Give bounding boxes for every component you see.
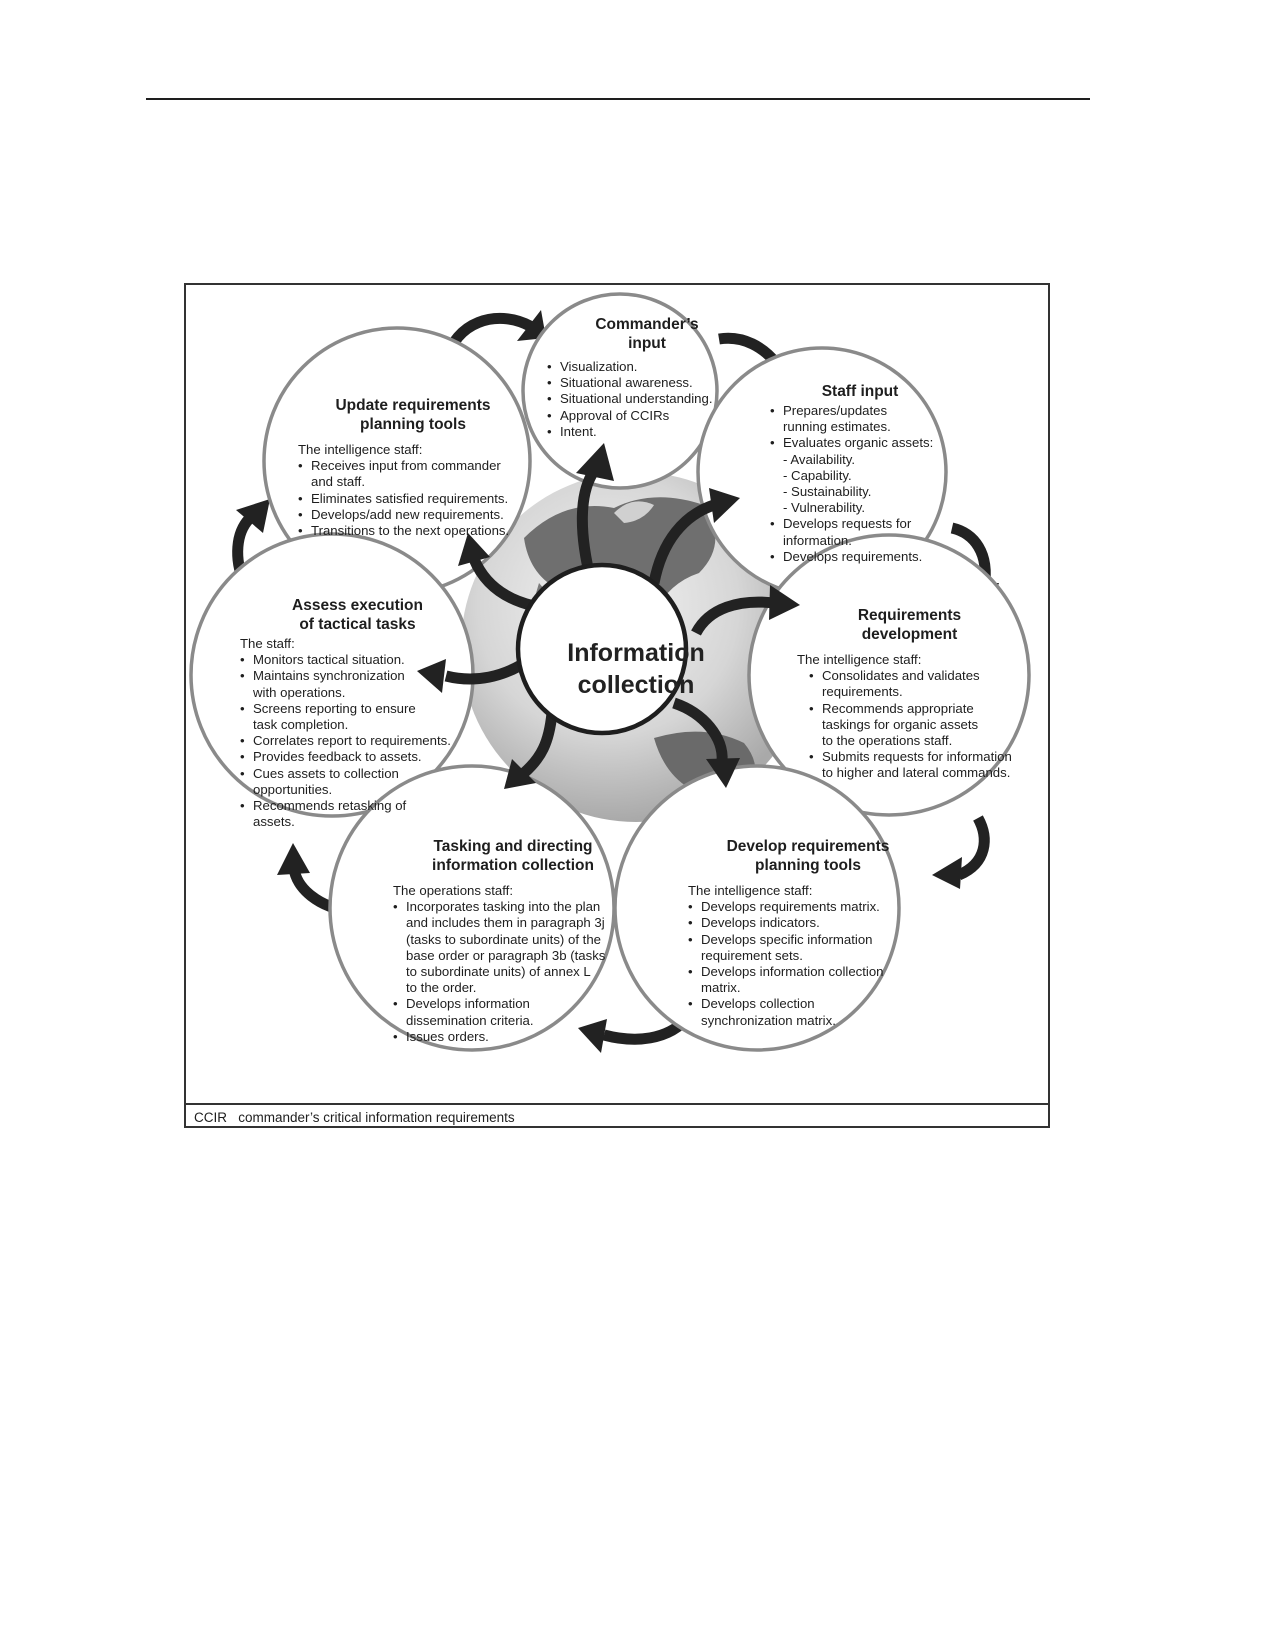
spoke-to-update-tools (468, 556, 536, 612)
node-requirements-development: Requirements development The intelligenc… (797, 606, 1022, 782)
node-list: Receives input from commander and staff.… (298, 458, 528, 539)
node-title: Develop requirements planning tools (726, 838, 890, 874)
arrow-reqdev-to-develop-head (932, 857, 962, 889)
footer-divider (186, 1103, 1048, 1105)
node-title: Assess execution of tactical tasks (292, 597, 423, 633)
node-staff-input: Staff input Prepares/updates running est… (770, 382, 950, 565)
list-item: Approval of CCIRs (547, 408, 747, 424)
node-title: Tasking and directing information collec… (432, 838, 594, 874)
list-item: Maintains synchronization with operation… (240, 668, 475, 700)
center-spokes (417, 443, 800, 789)
node-title: Staff input (821, 383, 899, 400)
header-rule (146, 98, 1090, 100)
spoke-to-requirements-dev (691, 596, 775, 636)
list-item: Receives input from commander and staff. (298, 458, 528, 490)
list-item: Transitions to the next operations. (298, 523, 528, 539)
spoke-to-tasking (520, 712, 558, 778)
arrow-reqdev-to-develop (956, 815, 990, 881)
node-list: Prepares/updates running estimates. Eval… (770, 403, 950, 565)
list-item: Recommends appropriate taskings for orga… (809, 701, 1022, 750)
arrow-assess-to-update-head (236, 499, 270, 533)
node-title: Commander’s input (595, 316, 699, 352)
node-assess-execution: Assess execution of tactical tasks The s… (240, 596, 475, 830)
list-item: Develops requirements matrix. (688, 899, 928, 915)
node-title: Update requirements planning tools (335, 397, 491, 433)
arrow-tasking-to-assess-head (277, 843, 310, 875)
list-item: Monitors tactical situation. (240, 652, 475, 668)
center-circle (515, 562, 689, 736)
node-intro: The intelligence staff: (688, 883, 813, 898)
figure-footnote: CCIR commander’s critical information re… (194, 1110, 515, 1125)
list-item: Develops information dissemination crite… (393, 996, 633, 1028)
list-item: Visualization. (547, 359, 747, 375)
node-commanders-input: Commander’s input Visualization. Situati… (547, 315, 747, 440)
list-item: Develops requests for information. (770, 516, 950, 548)
list-item: Develops requirements. (770, 549, 950, 565)
list-item: Eliminates satisfied requirements. (298, 491, 528, 507)
list-item: Situational understanding. (547, 391, 747, 407)
node-list: Consolidates and validates requirements.… (809, 668, 1022, 781)
node-list: Visualization. Situational awareness. Si… (547, 359, 747, 440)
footnote-definition: commander’s critical information require… (238, 1110, 515, 1125)
node-list: Monitors tactical situation. Maintains s… (240, 652, 475, 830)
list-item: Cues assets to collection opportunities. (240, 766, 475, 798)
list-item: Intent. (547, 424, 747, 440)
arrow-update-to-commander-head (517, 310, 546, 341)
list-item: Issues orders. (393, 1029, 633, 1045)
list-item: Submits requests for information to high… (809, 749, 1022, 781)
list-item: Recommends retasking of assets. (240, 798, 475, 830)
node-intro: The intelligence staff: (797, 652, 922, 667)
spoke-to-staff-input (648, 499, 716, 585)
node-list: Develops requirements matrix. Develops i… (688, 899, 928, 1029)
spoke-to-develop-tools (672, 697, 728, 762)
list-item: Consolidates and validates requirements. (809, 668, 1022, 700)
node-tasking-and-directing: Tasking and directing information collec… (393, 837, 633, 1045)
node-list: Incorporates tasking into the plan and i… (393, 899, 633, 1045)
list-item: Develops/add new requirements. (298, 507, 528, 523)
list-item: Provides feedback to assets. (240, 749, 475, 765)
node-intro: The intelligence staff: (298, 442, 423, 457)
list-item: Develops indicators. (688, 915, 928, 931)
list-item: Incorporates tasking into the plan and i… (393, 899, 633, 996)
center-label: Information collection (567, 639, 705, 699)
list-item: Prepares/updates running estimates. (770, 403, 950, 435)
node-title: Requirements development (857, 607, 962, 643)
list-item: Correlates report to requirements. (240, 733, 475, 749)
list-item: Situational awareness. (547, 375, 747, 391)
list-item: Evaluates organic assets: - Availability… (770, 435, 950, 516)
footnote-abbreviation: CCIR (194, 1110, 227, 1125)
list-item: Develops information collection matrix. (688, 964, 928, 996)
node-intro: The staff: (240, 636, 295, 651)
list-item: Develops specific information requiremen… (688, 932, 928, 964)
list-item: Screens reporting to ensure task complet… (240, 701, 475, 733)
node-update-requirements-planning-tools: Update requirements planning tools The i… (298, 396, 528, 539)
list-item: Develops collection synchronization matr… (688, 996, 928, 1028)
node-intro: The operations staff: (393, 883, 513, 898)
node-develop-requirements-planning-tools: Develop requirements planning tools The … (688, 837, 928, 1029)
